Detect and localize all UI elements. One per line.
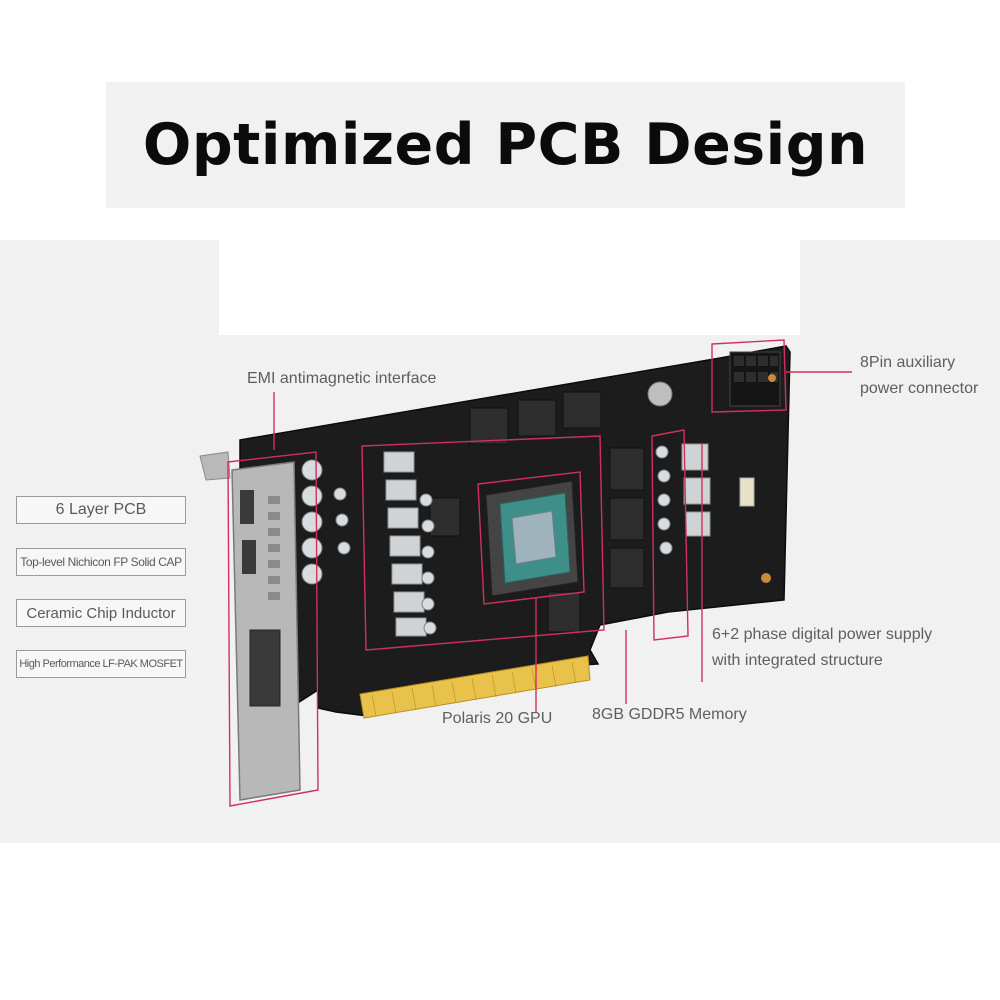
- feature-chip-inductor: Ceramic Chip Inductor: [16, 599, 186, 627]
- mount-hole: [768, 374, 776, 382]
- capacitor: [647, 381, 673, 407]
- power-connector-label-line2: power connector: [860, 380, 979, 397]
- dvi-port-icon: [249, 629, 281, 707]
- gpu-die: [511, 510, 557, 565]
- feature-6-layer-pcb: 6 Layer PCB: [16, 496, 186, 524]
- phase-power-label-line2: with integrated structure: [712, 652, 883, 669]
- standoff: [739, 477, 755, 507]
- displayport-icon: [240, 490, 254, 524]
- mount-hole: [761, 573, 771, 583]
- emi-interface-label: EMI antimagnetic interface: [247, 370, 437, 387]
- bracket-vents: [268, 496, 280, 600]
- hdmi-port-icon: [242, 540, 256, 574]
- memory-label: 8GB GDDR5 Memory: [592, 706, 747, 723]
- vrm-chokes-left: [383, 451, 427, 637]
- page-title: Optimized PCB Design: [142, 112, 869, 178]
- phase-power-label-line1: 6+2 phase digital power supply: [712, 626, 933, 643]
- gpu-label: Polaris 20 GPU: [442, 710, 553, 727]
- title-banner: [106, 82, 905, 208]
- gold-finger-lines: [371, 661, 577, 717]
- memory-chips: [429, 391, 645, 633]
- bracket-tab: [199, 451, 231, 481]
- feature-solid-cap: Top-level Nichicon FP Solid CAP: [16, 548, 186, 576]
- background-notch: [219, 240, 800, 335]
- vrm-chokes-right: [681, 443, 711, 537]
- feature-mosfet: High Performance LF-PAK MOSFET: [16, 650, 186, 678]
- power-connector-label-line1: 8Pin auxiliary: [860, 354, 956, 371]
- callout-highlights: [227, 339, 852, 807]
